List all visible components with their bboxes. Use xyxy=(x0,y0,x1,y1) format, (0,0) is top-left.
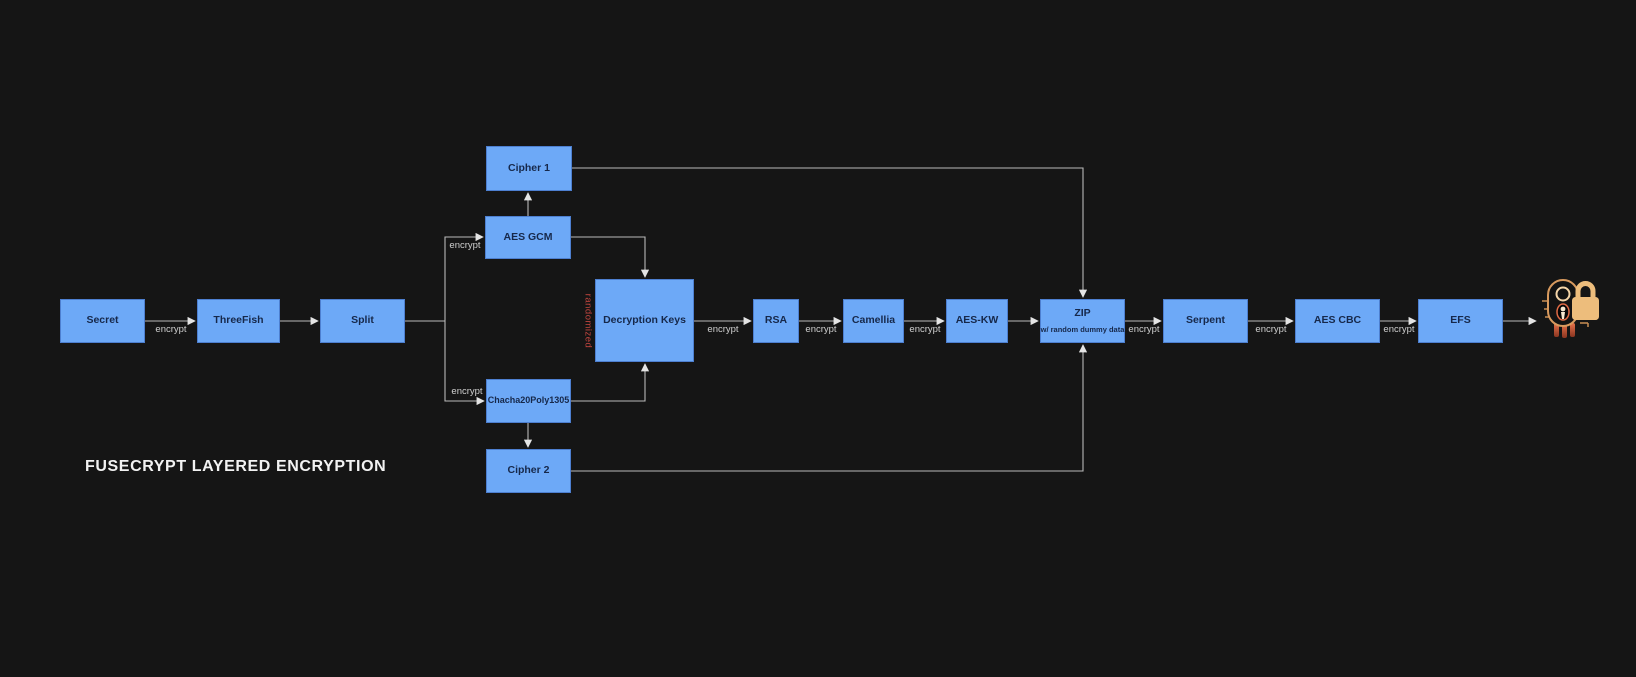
node-zip[interactable]: ZIP w/ random dummy data xyxy=(1040,299,1125,343)
connector-split-chacha xyxy=(444,321,485,406)
edge-label-encrypt: encrypt xyxy=(707,324,739,335)
edge-label-encrypt: encrypt xyxy=(155,324,187,335)
node-label: EFS xyxy=(1450,314,1471,327)
diagram-title: FUSECRYPT LAYERED ENCRYPTION xyxy=(85,458,387,475)
edge-label-encrypt: encrypt xyxy=(1128,324,1160,335)
node-rsa[interactable]: RSA xyxy=(753,299,799,343)
connector-chacha-decryptionkeys xyxy=(571,363,650,402)
node-secret[interactable]: Secret xyxy=(60,299,145,343)
randomized-annotation: randomized xyxy=(582,293,594,349)
connector-cipher2-zip xyxy=(571,344,1088,472)
edge-label-encrypt: encrypt xyxy=(805,324,837,335)
node-aes-kw[interactable]: AES-KW xyxy=(946,299,1008,343)
edge-label-encrypt: encrypt xyxy=(1383,324,1415,335)
node-camellia[interactable]: Camellia xyxy=(843,299,904,343)
node-serpent[interactable]: Serpent xyxy=(1163,299,1248,343)
node-label: Cipher 1 xyxy=(507,161,550,174)
node-label: Serpent xyxy=(1185,314,1226,327)
encrypted-lock-icon[interactable] xyxy=(1542,271,1602,339)
node-label: Cipher 2 xyxy=(507,464,550,477)
node-decryption-keys[interactable]: Decryption Keys xyxy=(595,279,694,362)
edge-label-encrypt: encrypt xyxy=(451,386,483,397)
node-chacha20poly1305[interactable]: Chacha20Poly1305 xyxy=(486,379,571,423)
node-cipher1[interactable]: Cipher 1 xyxy=(486,146,572,191)
connector-aesgcm-decryptionkeys xyxy=(571,236,650,278)
node-aes-gcm[interactable]: AES GCM xyxy=(485,216,571,259)
node-efs[interactable]: EFS xyxy=(1418,299,1503,343)
node-threefish[interactable]: ThreeFish xyxy=(197,299,280,343)
connector-cipher1-zip xyxy=(572,167,1088,298)
node-cipher2[interactable]: Cipher 2 xyxy=(486,449,571,493)
node-label: AES GCM xyxy=(503,230,553,243)
node-label: Decryption Keys xyxy=(603,313,686,326)
node-label: AES-KW xyxy=(955,314,999,327)
node-label: RSA xyxy=(764,314,788,327)
edge-label-encrypt: encrypt xyxy=(1255,324,1287,335)
node-split[interactable]: Split xyxy=(320,299,405,343)
node-aes-cbc[interactable]: AES CBC xyxy=(1295,299,1380,343)
node-label: ZIP xyxy=(1074,307,1091,320)
edge-label-encrypt: encrypt xyxy=(909,324,941,335)
node-label: Chacha20Poly1305 xyxy=(487,395,570,406)
node-label: Camellia xyxy=(851,314,896,327)
connector-split-aesgcm xyxy=(444,232,484,321)
node-label: Secret xyxy=(86,314,119,327)
node-label: ThreeFish xyxy=(213,314,264,327)
edge-label-encrypt: encrypt xyxy=(449,240,481,251)
node-sublabel: w/ random dummy data xyxy=(1040,324,1125,334)
node-label: Split xyxy=(351,314,374,327)
node-label: AES CBC xyxy=(1313,314,1362,327)
